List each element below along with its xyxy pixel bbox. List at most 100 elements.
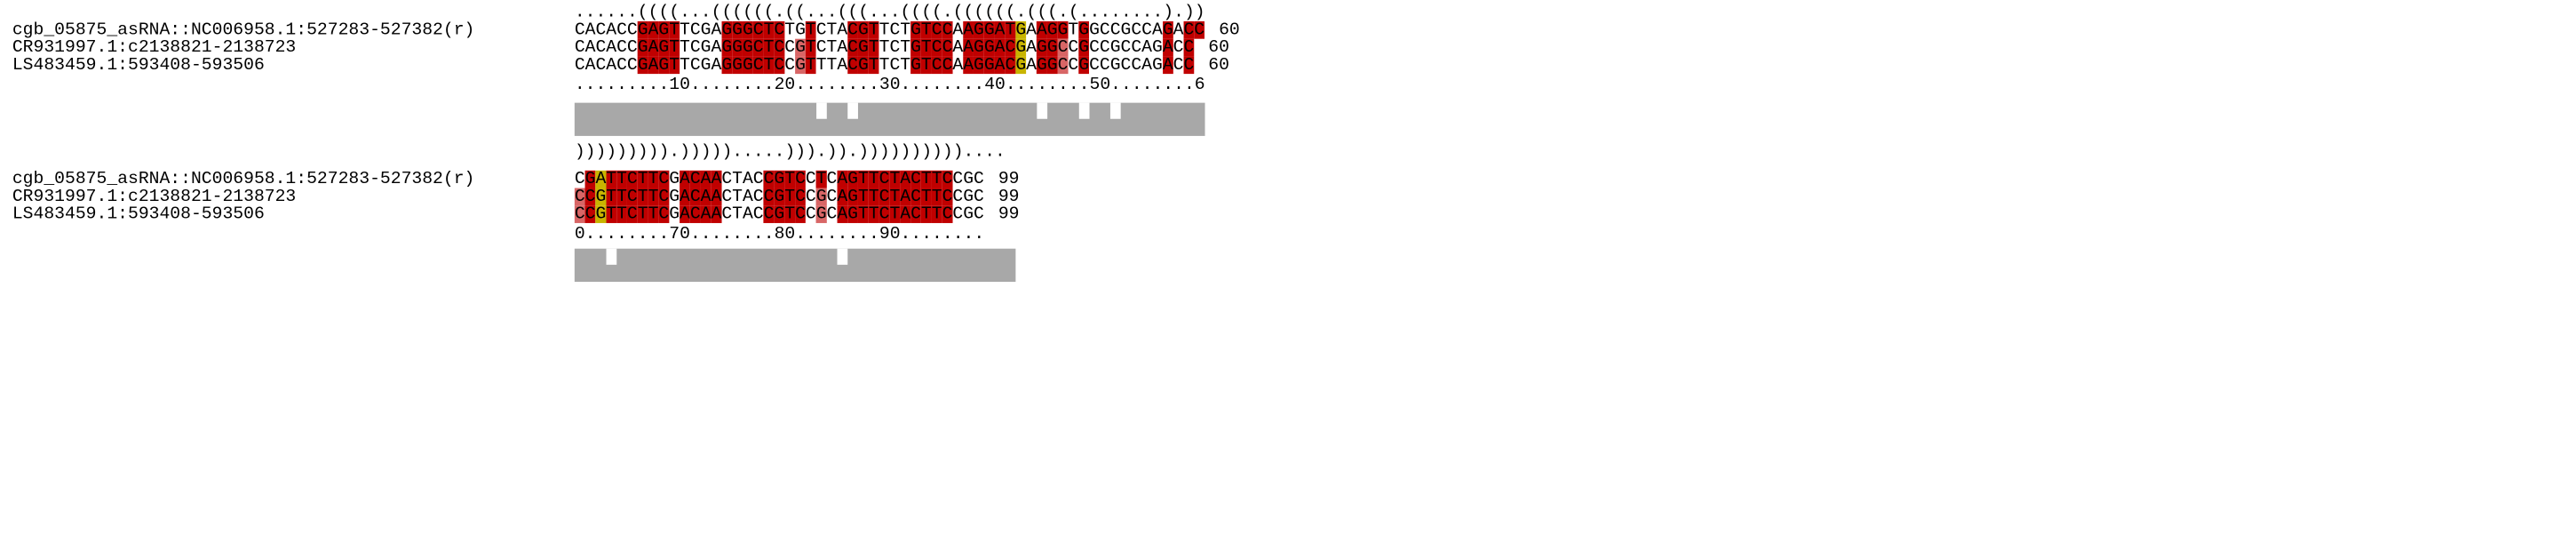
residue: C bbox=[910, 186, 921, 207]
residue: C bbox=[826, 169, 838, 189]
residue: A bbox=[1162, 54, 1173, 76]
residue: G bbox=[774, 186, 785, 207]
residue: C bbox=[574, 169, 585, 189]
residue: G bbox=[1036, 54, 1047, 76]
residue: T bbox=[648, 169, 659, 189]
residue: G bbox=[1015, 20, 1027, 40]
residue: C bbox=[931, 20, 942, 40]
residue: C bbox=[595, 54, 607, 76]
residue: C bbox=[942, 169, 953, 189]
residue: C bbox=[942, 37, 953, 58]
residue: C bbox=[942, 20, 953, 40]
residue: A bbox=[648, 20, 659, 40]
residue: C bbox=[752, 20, 764, 40]
residue: C bbox=[774, 54, 785, 76]
conservation-bar bbox=[574, 248, 1016, 283]
conservation-bar bbox=[574, 102, 1205, 136]
residue: T bbox=[920, 204, 932, 225]
conservation-gap bbox=[606, 248, 617, 265]
residue: C bbox=[1068, 37, 1079, 58]
residue: G bbox=[742, 20, 753, 40]
residue: T bbox=[815, 54, 827, 76]
residue: T bbox=[857, 204, 869, 225]
residue: C bbox=[626, 204, 638, 225]
residue: C bbox=[1131, 37, 1142, 58]
residue: C bbox=[763, 204, 775, 225]
residue: T bbox=[868, 169, 879, 189]
residue: A bbox=[837, 37, 848, 58]
residue: C bbox=[826, 204, 838, 225]
residue: A bbox=[900, 186, 911, 207]
residue: A bbox=[952, 54, 964, 76]
residue: A bbox=[606, 20, 617, 40]
residue: C bbox=[574, 204, 585, 225]
residue: G bbox=[974, 37, 984, 58]
residue: C bbox=[763, 169, 775, 189]
residue: C bbox=[774, 37, 785, 58]
residue: T bbox=[920, 54, 932, 76]
residue: C bbox=[689, 37, 701, 58]
residue: C bbox=[910, 204, 921, 225]
residue: G bbox=[584, 169, 596, 189]
residue: A bbox=[900, 204, 911, 225]
residue: T bbox=[616, 186, 627, 207]
sequence-name: LS483459.1:593408-593506 bbox=[12, 204, 265, 225]
residue: T bbox=[606, 169, 617, 189]
residue: G bbox=[700, 37, 712, 58]
residue: A bbox=[680, 169, 690, 189]
residue: G bbox=[1078, 54, 1090, 76]
residue: G bbox=[637, 54, 648, 76]
position-ruler: .........10........20........30........4… bbox=[574, 75, 1205, 95]
residue: G bbox=[721, 37, 733, 58]
residue: G bbox=[1089, 20, 1100, 40]
sequence-name: LS483459.1:593408-593506 bbox=[12, 54, 265, 76]
residue: G bbox=[700, 20, 712, 40]
residue: C bbox=[1068, 54, 1079, 76]
residue: C bbox=[1099, 37, 1110, 58]
residue: G bbox=[774, 204, 785, 225]
residue: C bbox=[795, 169, 806, 189]
residue: C bbox=[1089, 37, 1100, 58]
residue: C bbox=[616, 20, 627, 40]
residue: C bbox=[889, 54, 901, 76]
residue: T bbox=[920, 20, 932, 40]
residue: A bbox=[1026, 54, 1037, 76]
residue: T bbox=[784, 20, 796, 40]
residue: T bbox=[900, 20, 911, 40]
residue: C bbox=[721, 169, 733, 189]
residue: G bbox=[963, 169, 974, 189]
residue: G bbox=[1046, 54, 1058, 76]
residue: C bbox=[1005, 54, 1016, 76]
residue: C bbox=[1183, 54, 1195, 76]
residue: C bbox=[1099, 54, 1110, 76]
residue: G bbox=[595, 204, 607, 225]
residue: C bbox=[626, 186, 638, 207]
residue: T bbox=[889, 169, 901, 189]
residue: A bbox=[711, 20, 722, 40]
residue: A bbox=[837, 54, 848, 76]
residue: A bbox=[1141, 54, 1153, 76]
residue: A bbox=[1026, 37, 1037, 58]
residue: T bbox=[815, 169, 827, 189]
residue: A bbox=[711, 54, 722, 76]
residue: G bbox=[742, 54, 753, 76]
residue: C bbox=[942, 186, 953, 207]
residue: T bbox=[1068, 20, 1079, 40]
residue: G bbox=[1078, 20, 1090, 40]
residue: T bbox=[931, 186, 942, 207]
residue: A bbox=[584, 20, 596, 40]
residue: T bbox=[868, 186, 879, 207]
position-end-number: 60 bbox=[1208, 54, 1229, 76]
residue: T bbox=[763, 20, 775, 40]
residue: A bbox=[1036, 20, 1047, 40]
residue: A bbox=[1152, 20, 1163, 40]
sequence-name: cgb_05875_asRNA::NC006958.1:527283-52738… bbox=[12, 20, 475, 40]
residue: T bbox=[606, 204, 617, 225]
residue: A bbox=[837, 204, 848, 225]
residue: T bbox=[606, 186, 617, 207]
residue: A bbox=[963, 37, 974, 58]
residue: C bbox=[942, 204, 953, 225]
residue: G bbox=[983, 37, 995, 58]
residue: C bbox=[574, 186, 585, 207]
